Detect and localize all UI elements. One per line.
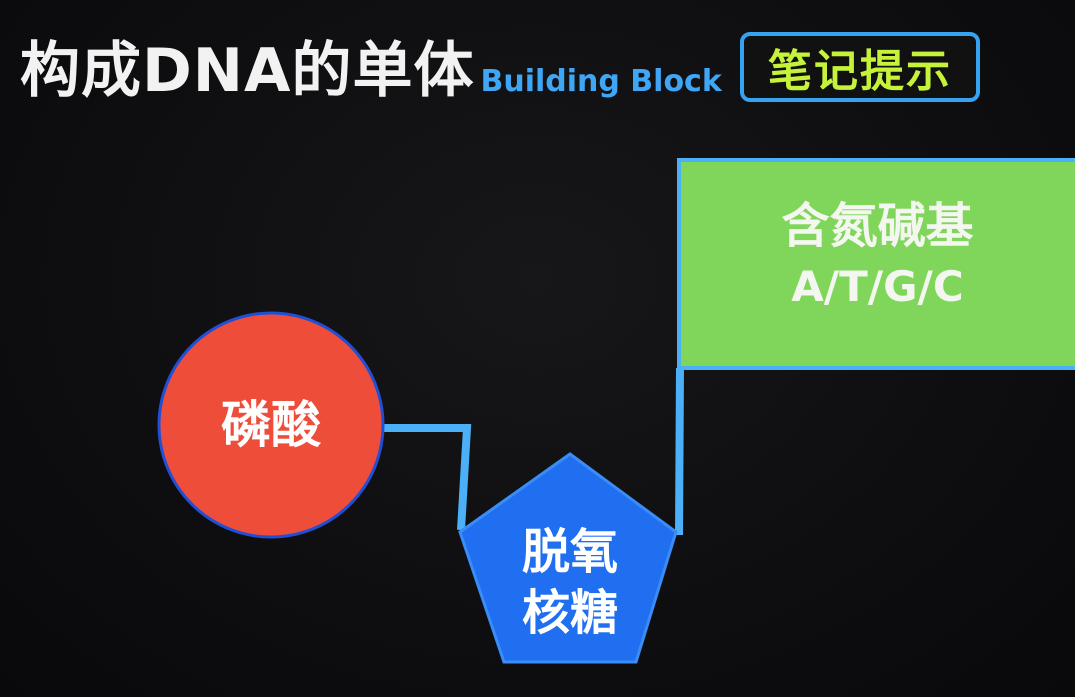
title-subtitle-text: Building Block — [480, 64, 722, 99]
nitrogenous-base-label-line1: 含氮碱基 — [781, 198, 974, 254]
phosphate-circle — [157, 311, 385, 539]
deoxyribose-label-line1: 脱氧 — [521, 524, 618, 580]
slide-title: 构成DNA的单体 Building Block — [20, 22, 722, 106]
deoxyribose-label-line2: 核糖 — [521, 585, 618, 642]
deoxyribose-pentagon — [458, 452, 678, 664]
title-main-text: 构成DNA的单体 — [20, 36, 475, 106]
nitrogenous-base-label-line2: A/T/G/C — [791, 261, 964, 311]
phosphate-sugar-connector — [384, 424, 472, 531]
nitrogenous-base-rect — [677, 158, 1075, 370]
phosphate-label: 磷酸 — [221, 396, 321, 454]
nitrogenous-base-label: 含氮碱基 A/T/G/C — [680, 198, 1075, 312]
note-badge[interactable]: 笔记提示 — [740, 32, 980, 102]
deoxyribose-label: 脱氧 核糖 — [470, 522, 670, 645]
sugar-base-connector — [675, 367, 684, 536]
